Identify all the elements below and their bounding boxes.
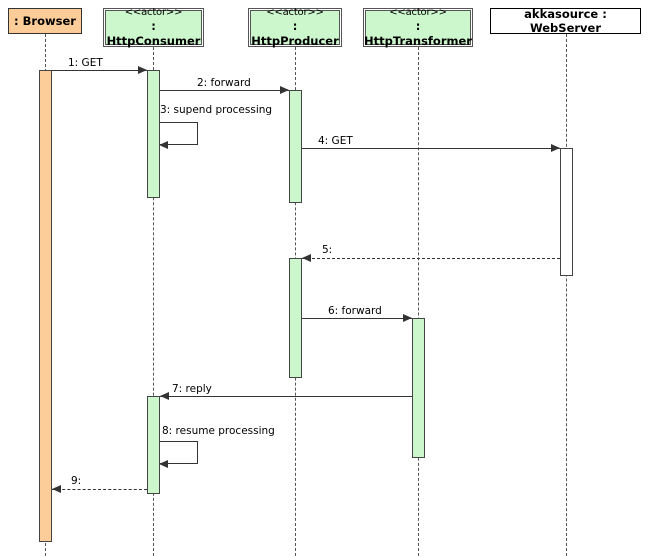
arrowhead-4 <box>551 144 560 152</box>
self-message-loop-3[interactable] <box>160 122 198 145</box>
participant-name: : Browser <box>14 13 76 28</box>
activation-bar-browser[interactable] <box>39 70 52 542</box>
participant-browser[interactable]: : Browser <box>8 8 82 34</box>
activation-bar-httpconsumer[interactable] <box>147 70 160 198</box>
self-message-loop-8[interactable] <box>160 441 198 464</box>
participant-name: akkasource : WebServer <box>524 6 607 35</box>
lifeline-httptransformer <box>418 47 419 556</box>
arrowhead-9 <box>52 485 61 493</box>
message-line-7[interactable] <box>160 396 412 397</box>
participant-httpconsumer[interactable]: <<actor>>: HttpConsumer <box>103 6 204 48</box>
participant-httptransformer[interactable]: <<actor>>: HttpTransformer <box>363 6 473 48</box>
arrowhead-2 <box>280 86 289 94</box>
message-label-8: 8: resume processing <box>162 425 275 437</box>
message-label-4: 4: GET <box>318 135 353 147</box>
message-line-9[interactable] <box>52 489 147 490</box>
message-line-6[interactable] <box>302 318 412 319</box>
participant-httpproducer[interactable]: <<actor>>: HttpProducer <box>248 6 342 48</box>
arrowhead-6 <box>403 314 412 322</box>
activation-bar-httptransformer[interactable] <box>412 318 425 458</box>
message-line-4[interactable] <box>302 148 560 149</box>
arrowhead-8 <box>159 460 168 468</box>
message-label-2: 2: forward <box>197 77 251 89</box>
message-line-2[interactable] <box>160 90 289 91</box>
arrowhead-3 <box>159 141 168 149</box>
activation-bar-httpconsumer[interactable] <box>147 396 160 494</box>
arrowhead-5 <box>302 254 311 262</box>
activation-bar-webserver[interactable] <box>560 148 573 276</box>
activation-bar-httpproducer[interactable] <box>289 90 302 203</box>
message-label-1: 1: GET <box>68 57 103 69</box>
message-line-1[interactable] <box>52 70 147 71</box>
lifeline-httpconsumer <box>153 47 154 556</box>
participant-stereotype: <<actor>> <box>266 6 324 18</box>
participant-name: : HttpConsumer <box>106 19 201 48</box>
message-line-5[interactable] <box>302 258 560 259</box>
lifeline-webserver <box>566 34 567 556</box>
message-label-6: 6: forward <box>328 305 382 317</box>
activation-bar-httpproducer[interactable] <box>289 258 302 378</box>
participant-stereotype: <<actor>> <box>389 6 447 18</box>
message-label-3: 3: supend processing <box>160 104 273 116</box>
message-label-5: 5: <box>322 244 333 256</box>
arrowhead-1 <box>138 66 147 74</box>
message-label-7: 7: reply <box>172 383 212 395</box>
participant-name: : HttpTransformer <box>364 19 472 48</box>
message-label-9: 9: <box>71 475 82 487</box>
participant-webserver[interactable]: akkasource : WebServer <box>490 6 641 35</box>
participant-name: : HttpProducer <box>251 19 339 48</box>
arrowhead-7 <box>160 392 169 400</box>
participant-stereotype: <<actor>> <box>124 6 183 18</box>
